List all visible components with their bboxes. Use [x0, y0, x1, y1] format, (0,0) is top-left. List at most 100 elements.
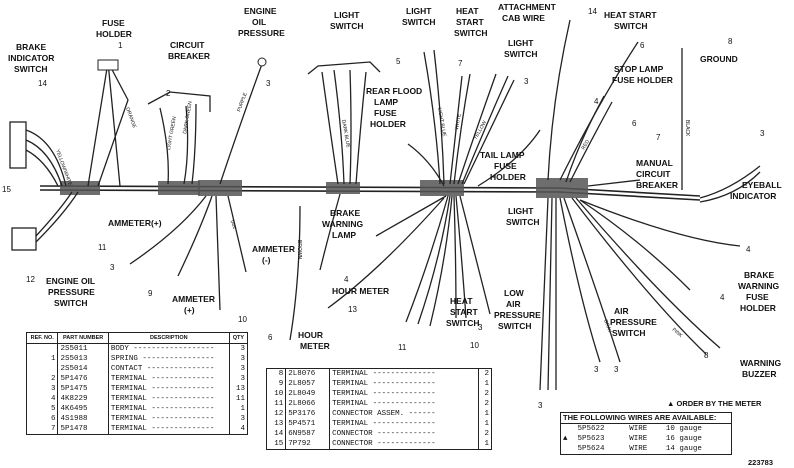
- callout: 8: [704, 351, 709, 360]
- available-wires-cell-gauge: 10 gauge: [665, 425, 702, 433]
- label-ammeter-plus-top: AMMETER(+): [108, 218, 162, 228]
- parts-table-a-cell-ref: 7: [26, 424, 59, 435]
- callout: 15: [2, 185, 11, 194]
- wire-tag: LIGHT GREEN: [166, 116, 178, 151]
- callout: 3: [614, 365, 619, 374]
- callout: 7: [656, 133, 661, 142]
- parts-table-a-cell-ref: [26, 343, 59, 354]
- parts-table-b-cell-ref: 9: [266, 379, 287, 389]
- parts-table-b-cell-qty: 1: [484, 380, 489, 388]
- parts-table-b-cell-part: 2L8057: [285, 379, 331, 389]
- parts-table-b-cell-part: 2L8076: [285, 368, 331, 379]
- main-harness-trunk-lower: [39, 189, 701, 201]
- engine-oil-terminal: [257, 57, 267, 67]
- callout: 3: [110, 263, 115, 272]
- parts-table-b-cell-desc: TERMINAL --------------: [329, 379, 479, 389]
- parts-table-a-cell-desc: TERMINAL --------------: [108, 424, 230, 435]
- wire-tag: DARK GREEN: [182, 100, 194, 134]
- wire-yellow-white-right: [579, 199, 691, 291]
- wire-yellow-white-left: [375, 195, 447, 237]
- wire-eyeball: [699, 165, 761, 203]
- available-wires-cell-gauge: 16 gauge: [665, 435, 702, 443]
- parts-table-a-cell-desc: CONTACT ---------------: [108, 364, 230, 374]
- wire-tag: BLACK: [684, 120, 690, 137]
- wire-light-switch-top: [321, 69, 367, 185]
- wire-ammeter-minus: [227, 195, 247, 273]
- parts-table-a-cell-ref: 1: [26, 354, 59, 364]
- parts-table-a-cell-qty: 3: [240, 355, 245, 363]
- parts-table-a-cell-qty: 3: [240, 365, 245, 373]
- wire-manual-breaker: [587, 179, 641, 187]
- callout: 4: [746, 245, 751, 254]
- callout: 3: [478, 323, 483, 332]
- available-wires-cell-mark: [561, 444, 576, 455]
- available-title: THE FOLLOWING WIRES ARE AVAILABLE:: [560, 412, 732, 424]
- callout: 3: [524, 77, 529, 86]
- wire-rear-flood: [407, 143, 445, 187]
- parts-table-b-cell-part: 6N9587: [285, 429, 331, 439]
- available-wires-cell-mark: [561, 424, 576, 435]
- wire-low-fan: [405, 195, 453, 327]
- callout: 6: [640, 41, 645, 50]
- harness-bundle-center: [326, 182, 360, 194]
- parts-table-a-cell-qty: 3: [240, 415, 245, 423]
- callout: 11: [398, 343, 407, 352]
- parts-table-b-cell-ref: 8: [266, 368, 287, 379]
- wire-tag: ORANGE: [124, 107, 137, 130]
- order-note: ▲ ORDER BY THE METER: [667, 399, 762, 408]
- parts-table-b-cell-qty: 2: [484, 400, 489, 408]
- parts-table-a-cell-desc: TERMINAL --------------: [108, 394, 230, 404]
- wire-engine-oil-pressure: [219, 63, 263, 185]
- parts-table-a-cell-part: 5P1478: [57, 424, 109, 435]
- callout: 4: [720, 293, 725, 302]
- parts-table-a-cell-desc: TERMINAL --------------: [108, 404, 230, 414]
- callout: 4: [594, 97, 599, 106]
- parts-table-b-cell-ref: 11: [266, 399, 287, 409]
- wire-tag: LIGHT BLUE: [436, 107, 447, 137]
- parts-table-b-cell-ref: 13: [266, 419, 287, 429]
- parts-table-b-cell-desc: TERMINAL --------------: [329, 368, 479, 379]
- parts-table-a-cell-part: 2S5014: [57, 364, 109, 374]
- wire-circuit-breaker: [159, 103, 197, 185]
- available-wires-cell-part: 5P5623: [577, 435, 605, 443]
- parts-table-b-cell-desc: TERMINAL --------------: [329, 419, 479, 429]
- parts-table-b-cell-ref: 14: [266, 429, 287, 439]
- callout: 1: [118, 41, 123, 50]
- wire-tag: DARK BLUE: [340, 119, 351, 149]
- parts-table-b-cell-desc: CONNECTOR -------------: [329, 429, 479, 439]
- wire-ammeter-plus: [129, 195, 221, 311]
- parts-table-a-cell-part: 5P1476: [57, 374, 109, 384]
- engine-oil-pressure-switch-connector: [11, 227, 37, 251]
- parts-table-a-cell-part: 2S5013: [57, 354, 109, 364]
- wire-tag: WHITE: [454, 113, 463, 131]
- parts-table-a-cell-part: 4K6495: [57, 404, 109, 414]
- callout-numbers: 14 1 2 3 15 12 11 5 7 3 14 8 6 4 6 7 3 3…: [2, 7, 765, 410]
- drawing-number: 223783: [748, 458, 774, 467]
- parts-table-b-cell-qty: 2: [484, 430, 489, 438]
- callout: 9: [148, 289, 153, 298]
- label-ammeter-plus-bottom: AMMETER(+): [172, 294, 215, 315]
- callout: 6: [268, 333, 273, 342]
- harness-bundle-left: [60, 181, 100, 195]
- parts-table-a-header: REF. NO. PART NUMBER DESCRIPTION QTY: [26, 332, 248, 344]
- available-wires-cell-part: 5P5624: [577, 445, 605, 453]
- callout: 14: [588, 7, 597, 16]
